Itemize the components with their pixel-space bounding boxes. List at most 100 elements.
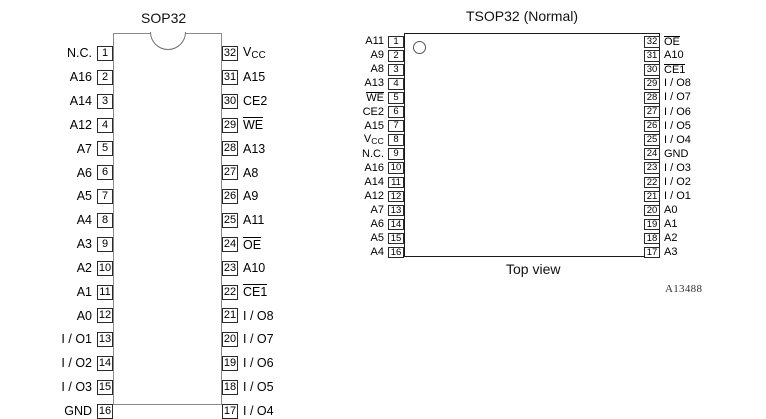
pin-label: I / O7 <box>664 91 691 104</box>
pin-row: 24 OE <box>222 236 342 252</box>
pin-number: 20 <box>222 332 238 348</box>
figure-reference-code: A13488 <box>665 283 703 295</box>
pin-number: 2 <box>97 69 113 85</box>
pin-number: 27 <box>644 106 660 118</box>
pin-row: A13 4 <box>318 78 404 90</box>
pin-number: 4 <box>388 78 404 90</box>
pin-number: 22 <box>222 284 238 300</box>
pin-number: 26 <box>222 189 238 205</box>
top-view-caption: Top view <box>506 261 561 277</box>
pin-label: OE <box>664 36 680 48</box>
pin-one-marker-icon <box>413 41 426 54</box>
pin-number: 13 <box>97 332 113 348</box>
pin-number: 9 <box>97 236 113 252</box>
pin-number: 3 <box>97 93 113 109</box>
pin-number: 5 <box>388 92 404 104</box>
pin-label: I / O8 <box>664 77 691 90</box>
pin-label: A13 <box>364 77 384 90</box>
pin-number: 18 <box>644 232 660 245</box>
pin-label: A9 <box>370 49 384 62</box>
pin-row: A5 15 <box>318 231 404 245</box>
pin-number: 4 <box>97 117 113 133</box>
pin-label: A15 <box>243 70 266 85</box>
pin-label: A0 <box>664 203 678 216</box>
pin-row: 27 I / O6 <box>644 106 754 118</box>
pin-number: 23 <box>644 162 660 174</box>
pin-row: A7 5 <box>10 141 113 157</box>
pin-label: A8 <box>243 165 259 180</box>
pin-label: CE2 <box>362 105 384 118</box>
pin-number: 10 <box>97 260 113 276</box>
pin-label: I / O7 <box>243 332 274 347</box>
pin-number: 5 <box>97 141 113 157</box>
pin-label: I / O4 <box>664 133 691 146</box>
pin-label: A15 <box>364 119 384 132</box>
pin-label: I / O1 <box>61 332 92 347</box>
pin-number: 31 <box>644 50 660 62</box>
pin-label: I / O6 <box>664 105 691 118</box>
pin-label: I / O4 <box>243 404 274 418</box>
pin-label: A11 <box>365 35 384 48</box>
pin-label: VCC <box>363 133 384 147</box>
pin-label: N.C. <box>67 46 92 61</box>
pin-label: A0 <box>76 308 92 323</box>
pin-label: GND <box>664 147 689 160</box>
pin-number: 15 <box>97 379 113 395</box>
pin-row: A0 12 <box>10 308 113 324</box>
pin-number: 3 <box>388 64 404 76</box>
pin-number: 13 <box>388 204 404 217</box>
pin-number: 15 <box>388 232 404 245</box>
pin-row: N.C.9 <box>318 148 404 160</box>
pin-label: A7 <box>76 141 92 156</box>
pin-label: A9 <box>243 189 259 204</box>
pin-label: A5 <box>370 231 384 244</box>
pin-label: A4 <box>370 246 384 258</box>
pin-number: 12 <box>97 308 113 324</box>
pin-row: A9 2 <box>318 50 404 62</box>
pin-number: 25 <box>644 134 660 146</box>
pin-number: 25 <box>222 212 238 228</box>
pin-row: I / O1 13 <box>10 332 113 348</box>
pin-row: I / O3 15 <box>10 379 113 395</box>
pin-number: 7 <box>97 189 113 205</box>
pin-number: 11 <box>97 284 113 300</box>
pin-number: 24 <box>222 236 238 252</box>
pin-label: A6 <box>370 217 384 230</box>
pin-number: 19 <box>644 218 660 231</box>
pin-row: N.C.1 <box>10 46 113 61</box>
pin-number: 29 <box>222 117 238 133</box>
pin-label: GND <box>64 404 92 418</box>
pin-number: 30 <box>222 93 238 109</box>
pin-number: 2 <box>388 50 404 62</box>
pin-label: A12 <box>364 189 384 202</box>
pin-label: OE <box>243 236 262 252</box>
pin-number: 18 <box>222 379 238 395</box>
pin-row: 20 I / O7 <box>222 332 342 348</box>
pin-number: 1 <box>388 36 404 48</box>
pin-label: I / O3 <box>61 380 92 395</box>
pin-number: 9 <box>388 148 404 160</box>
pin-label: CE1 <box>243 284 268 300</box>
pin-label: A14 <box>364 175 384 188</box>
pin-number: 27 <box>222 165 238 181</box>
pin-number: 26 <box>644 120 660 132</box>
